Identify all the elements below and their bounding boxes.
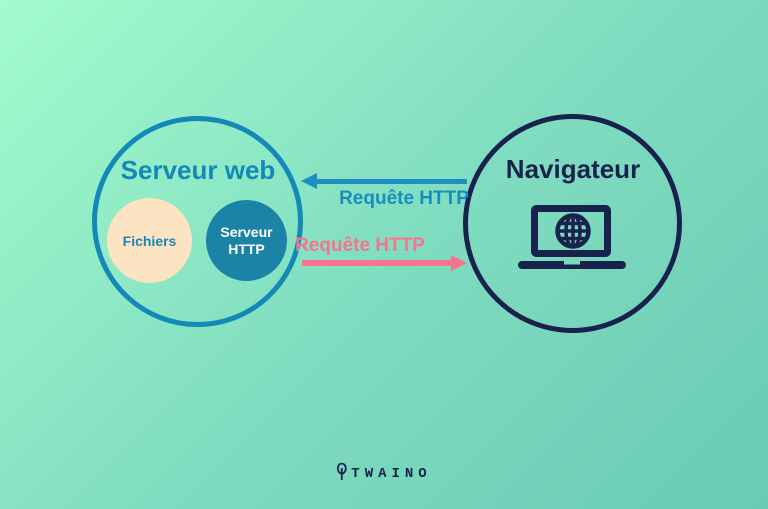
server-web-circle	[92, 116, 303, 327]
footer-brand: TWAINO	[336, 462, 432, 485]
http-server-circle: Serveur HTTP	[206, 200, 287, 281]
files-circle: Fichiers	[107, 198, 192, 283]
response-arrow-head	[451, 255, 467, 271]
files-circle-label: Fichiers	[122, 232, 177, 249]
request-arrow-head	[301, 173, 317, 189]
browser-title: Navigateur	[505, 154, 641, 184]
laptop-globe-icon	[516, 203, 628, 276]
server-web-title: Serveur web	[120, 155, 276, 185]
browser-circle	[463, 114, 682, 333]
request-arrow-shaft	[316, 179, 467, 184]
response-arrow-label: Requête HTTP	[295, 235, 425, 256]
request-arrow-label: Requête HTTP	[339, 188, 469, 209]
http-server-circle-label: Serveur HTTP	[220, 223, 273, 257]
response-arrow-shaft	[302, 260, 452, 266]
brand-text: TWAINO	[351, 466, 432, 482]
tree-icon	[336, 462, 347, 485]
